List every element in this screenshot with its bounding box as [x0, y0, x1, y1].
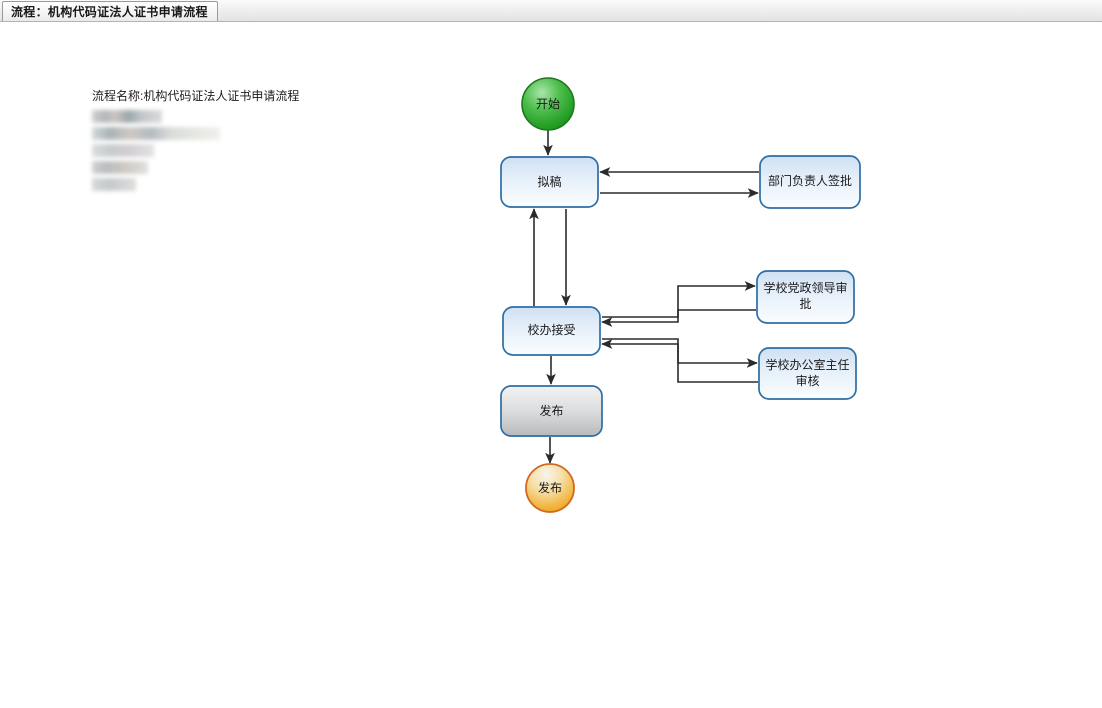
redacted-line [92, 127, 220, 140]
node-drafting[interactable]: 拟稿 [500, 156, 599, 208]
node-office-director-review[interactable]: 学校办公室主任 审核 [758, 347, 857, 400]
drafting-node-shape [500, 156, 599, 208]
node-start[interactable]: 开始 [521, 77, 575, 131]
process-flow-diagram: 开始 拟稿 部门负责人签批 校办接受 学校党政领导审 批 [500, 77, 861, 513]
office-director-review-node-label-line1: 学校办公室主任 [765, 357, 849, 372]
node-publish[interactable]: 发布 [500, 385, 603, 437]
end-node-shape [525, 463, 575, 513]
dept-signoff-node-shape [759, 155, 861, 209]
office-director-review-node-shape [758, 347, 857, 400]
tab-process-flow[interactable]: 流程：机构代码证法人证书申请流程 [2, 1, 218, 21]
office-accept-node-shape [502, 306, 601, 356]
node-school-leader-approval[interactable]: 学校党政领导审 批 [756, 270, 855, 324]
process-name-label: 流程名称:机构代码证法人证书申请流程 [92, 89, 300, 103]
office-accept-node-label: 校办接受 [527, 322, 575, 337]
end-node-label: 发布 [538, 480, 562, 495]
redacted-details [92, 110, 352, 191]
redacted-line [92, 110, 162, 123]
edge-leader-to-accept [601, 309, 756, 327]
dept-signoff-node-label: 部门负责人签批 [768, 173, 852, 188]
edge-accept-to-leader [602, 281, 756, 318]
start-node-label: 开始 [536, 97, 560, 111]
node-end[interactable]: 发布 [525, 463, 575, 513]
office-director-review-node-label-line2: 审核 [795, 373, 819, 388]
redacted-line [92, 144, 154, 157]
tab-bar: 流程：机构代码证法人证书申请流程 [0, 0, 1102, 22]
flow-canvas: 流程名称:机构代码证法人证书申请流程 [0, 22, 1102, 708]
edge-accept-to-director [602, 338, 758, 368]
school-leader-approval-node-shape [756, 270, 855, 324]
start-node-shape [521, 77, 575, 131]
redacted-line [92, 178, 136, 191]
node-office-accept[interactable]: 校办接受 [502, 306, 601, 356]
redacted-line [92, 161, 148, 174]
publish-node-shape [500, 385, 603, 437]
drafting-node-label: 拟稿 [537, 174, 561, 189]
process-info-panel: 流程名称:机构代码证法人证书申请流程 [92, 88, 352, 195]
school-leader-approval-node-label-line1: 学校党政领导审 [763, 280, 847, 295]
node-dept-signoff[interactable]: 部门负责人签批 [759, 155, 861, 209]
publish-node-label: 发布 [539, 403, 563, 418]
school-leader-approval-node-label-line2: 批 [799, 296, 811, 311]
